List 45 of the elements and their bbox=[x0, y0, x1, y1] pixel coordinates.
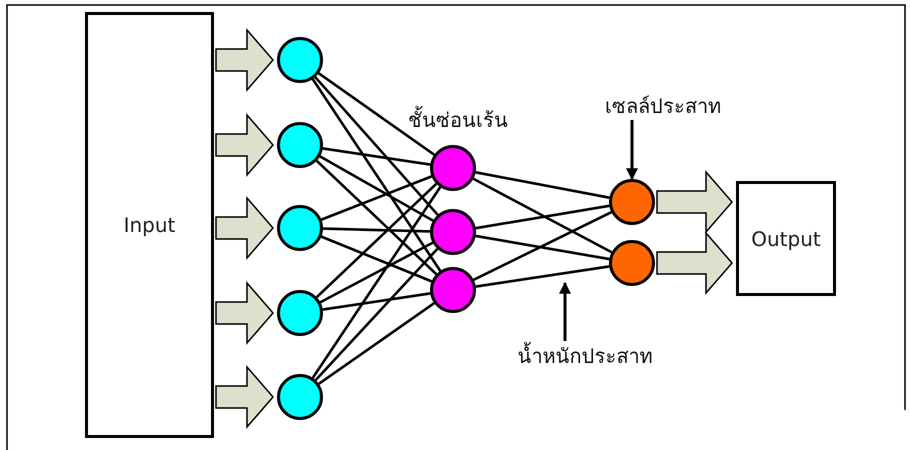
neuron-circle bbox=[277, 122, 323, 168]
neuron-circle bbox=[609, 179, 655, 225]
neuron-circle bbox=[430, 145, 476, 191]
block-arrow bbox=[215, 364, 274, 430]
neuron-circle bbox=[277, 374, 323, 420]
block-arrow bbox=[215, 28, 274, 92]
block-arrow bbox=[215, 112, 274, 178]
neuron-circle bbox=[430, 267, 476, 313]
process-box: Input bbox=[85, 12, 214, 438]
connection-line bbox=[472, 178, 612, 254]
connection-line bbox=[322, 227, 430, 233]
connection-line bbox=[476, 265, 610, 288]
connection-line bbox=[312, 186, 442, 379]
connection-line bbox=[316, 160, 438, 276]
layer-label: ชั้นซ่อนเร้น bbox=[408, 104, 508, 136]
annotation-text: น้ำหนักประสาท bbox=[500, 341, 670, 371]
connection-line bbox=[320, 175, 432, 221]
annotation-text: เซลล์ประสาท bbox=[588, 92, 738, 120]
connection-line bbox=[473, 210, 612, 282]
connection-line bbox=[314, 248, 438, 382]
connection-line bbox=[312, 78, 442, 272]
connection-line bbox=[319, 155, 434, 222]
block-arrow bbox=[215, 196, 274, 260]
connection-line bbox=[475, 171, 610, 199]
connection-line bbox=[320, 235, 432, 283]
connection-line bbox=[314, 76, 439, 216]
connection-line bbox=[475, 234, 610, 260]
process-box: Output bbox=[736, 181, 836, 296]
block-arrow bbox=[215, 280, 274, 346]
neuron-circle bbox=[609, 240, 655, 286]
connection-line bbox=[320, 242, 434, 304]
connection-line bbox=[322, 292, 430, 311]
neuron-circle bbox=[277, 205, 323, 251]
leader-arrow bbox=[626, 120, 638, 180]
block-arrow bbox=[656, 170, 733, 234]
leader-arrow bbox=[559, 282, 571, 341]
block-arrow bbox=[656, 230, 733, 296]
neuron-circle bbox=[277, 290, 323, 336]
connection-line bbox=[318, 302, 435, 385]
connection-line bbox=[318, 72, 435, 156]
connection-line bbox=[322, 147, 430, 166]
connection-line bbox=[475, 204, 610, 230]
connection-line bbox=[316, 182, 438, 298]
neuron-circle bbox=[277, 37, 323, 83]
neuron-circle bbox=[430, 209, 476, 255]
